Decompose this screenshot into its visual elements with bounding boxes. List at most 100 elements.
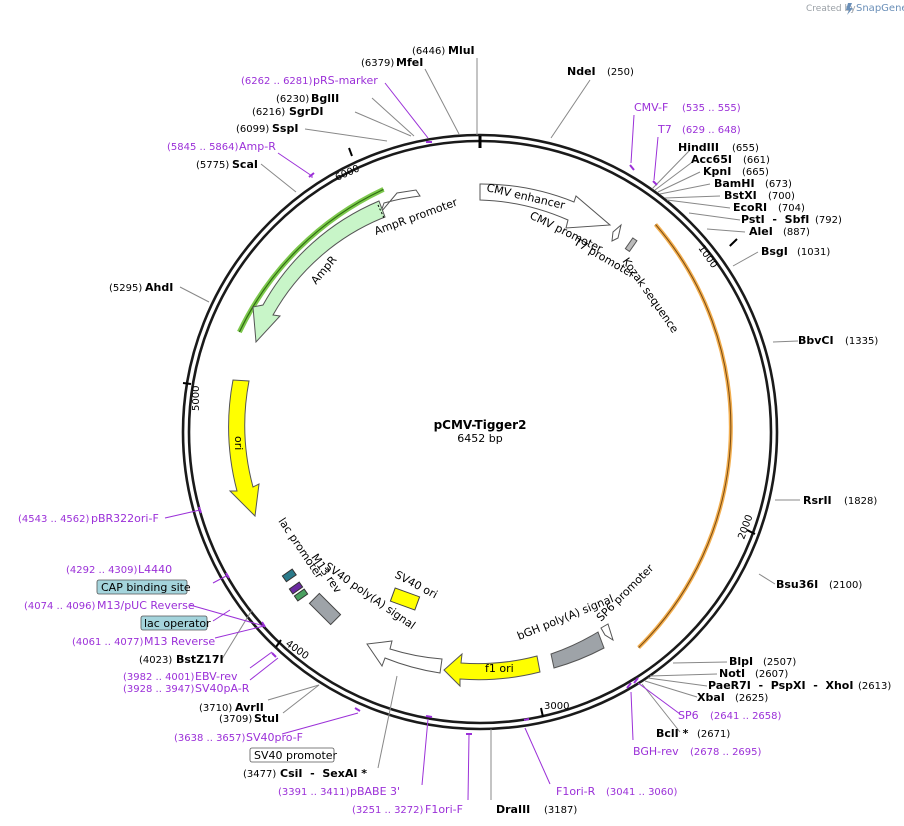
- feature-label: AmpR promoter: [373, 196, 460, 238]
- primer-marks: [198, 141, 658, 735]
- svg-text:NotI: NotI: [719, 667, 745, 680]
- svg-text:M13 Reverse: M13 Reverse: [144, 635, 215, 648]
- snapgene-logo-icon: [846, 3, 853, 15]
- enzyme-label[interactable]: PstI - SbfI(792): [741, 213, 842, 226]
- svg-text:(3477): (3477): [243, 769, 276, 780]
- credit-brand: SnapGene: [856, 3, 904, 14]
- enzyme-label[interactable]: (5295)AhdI: [109, 281, 173, 294]
- svg-text:(704): (704): [778, 203, 805, 214]
- svg-text:CMV-F: CMV-F: [634, 101, 668, 114]
- svg-text:ScaI: ScaI: [232, 158, 258, 171]
- feature-ori: [228, 379, 260, 518]
- svg-text:(2641 .. 2658): (2641 .. 2658): [710, 711, 782, 722]
- feature-lac-small: [281, 568, 309, 602]
- svg-text:AleI: AleI: [749, 225, 773, 238]
- enzyme-label[interactable]: Bsu36I(2100): [776, 578, 862, 591]
- svg-text:(661): (661): [743, 155, 770, 166]
- enzyme-label[interactable]: (6446)MluI: [412, 44, 475, 57]
- primer-label[interactable]: (4543 .. 4562)pBR322ori-F: [18, 512, 159, 525]
- svg-text:L4440: L4440: [138, 563, 172, 576]
- primer-labels: (6262 .. 6281)pRS-marker (5845 .. 5864)A…: [18, 74, 782, 816]
- enzyme-label[interactable]: AleI (887): [749, 225, 810, 238]
- svg-text:NdeI: NdeI: [567, 65, 596, 78]
- primer-label[interactable]: CMV-F(535 .. 555): [634, 101, 741, 114]
- svg-text:AvrII: AvrII: [235, 701, 264, 714]
- enzyme-label[interactable]: (6379)MfeI: [361, 56, 423, 69]
- enzyme-label[interactable]: PaeR7I - PspXI - XhoI(2613): [708, 679, 891, 692]
- enzyme-label[interactable]: NdeI(250): [567, 65, 634, 78]
- svg-text:RsrII: RsrII: [803, 494, 832, 507]
- feature-label: ori: [232, 436, 245, 450]
- primer-label[interactable]: (4292 .. 4309)L4440: [66, 563, 172, 576]
- svg-text:(4023): (4023): [139, 655, 172, 666]
- enzyme-label[interactable]: HindIII(655): [678, 141, 759, 154]
- enzyme-label[interactable]: (6216)SgrDI: [252, 105, 323, 118]
- feature-sv40-promoter-arrow: [366, 640, 443, 674]
- svg-text:KpnI: KpnI: [703, 165, 731, 178]
- primer-label[interactable]: (6262 .. 6281)pRS-marker: [241, 74, 378, 87]
- enzyme-label[interactable]: BbvCI(1335): [798, 334, 878, 347]
- svg-text:(673): (673): [765, 179, 792, 190]
- enzyme-label[interactable]: (3710)AvrII: [199, 701, 264, 714]
- svg-text:(2507): (2507): [763, 657, 796, 668]
- svg-text:PaeR7I - PspXI - XhoI: PaeR7I - PspXI - XhoI: [708, 679, 853, 692]
- enzyme-label[interactable]: BsgI(1031): [761, 245, 830, 258]
- svg-text:SV40 promoter: SV40 promoter: [254, 749, 338, 762]
- svg-text:(2671): (2671): [697, 729, 730, 740]
- enzyme-label[interactable]: (3709)StuI: [219, 712, 279, 725]
- primer-label[interactable]: BGH-rev(2678 .. 2695): [633, 745, 762, 758]
- primer-label[interactable]: (3391 .. 3411)pBABE 3': [278, 785, 400, 798]
- enzyme-label[interactable]: BstXI(700): [724, 189, 795, 202]
- enzyme-label[interactable]: (3477) CsiI - SexAI *: [243, 767, 367, 780]
- primer-label[interactable]: F1ori-R(3041 .. 3060): [556, 785, 678, 798]
- svg-text:(2678 .. 2695): (2678 .. 2695): [690, 747, 762, 758]
- enzyme-label[interactable]: BamHI (673): [714, 177, 792, 190]
- svg-text:(792): (792): [815, 215, 842, 226]
- svg-text:CsiI - SexAI *: CsiI - SexAI *: [280, 767, 367, 780]
- primer-label[interactable]: (3251 .. 3272)F1ori-F: [352, 803, 463, 816]
- svg-text:pRS-marker: pRS-marker: [313, 74, 378, 87]
- tick-label: 5000: [191, 386, 202, 411]
- svg-text:(700): (700): [768, 191, 795, 202]
- boxed-label-cap[interactable]: CAP binding site: [96, 579, 191, 595]
- enzyme-label[interactable]: DraIII(3187): [496, 803, 577, 816]
- primer-label[interactable]: (5845 .. 5864)Amp-R: [167, 140, 276, 153]
- enzyme-label[interactable]: Acc65I(661): [691, 153, 770, 166]
- enzyme-label[interactable]: EcoRI(704): [733, 201, 805, 214]
- enzyme-label[interactable]: RsrII(1828): [803, 494, 877, 507]
- svg-text:(887): (887): [783, 227, 810, 238]
- svg-text:XbaI: XbaI: [697, 691, 725, 704]
- boxed-label-lac-operator[interactable]: lac operator: [140, 615, 211, 631]
- enzyme-label[interactable]: XbaI(2625): [697, 691, 768, 704]
- svg-text:(5775): (5775): [196, 160, 229, 171]
- svg-text:SspI: SspI: [272, 122, 298, 135]
- svg-text:T7: T7: [657, 123, 672, 136]
- svg-text:MluI: MluI: [448, 44, 475, 57]
- svg-text:BstZ17I: BstZ17I: [176, 653, 224, 666]
- enzyme-label[interactable]: (6230)BglII: [276, 92, 339, 105]
- enzyme-label[interactable]: NotI(2607): [719, 667, 788, 680]
- svg-text:BamHI: BamHI: [714, 177, 755, 190]
- plasmid-length: 6452 bp: [457, 432, 502, 445]
- svg-text:F1ori-R: F1ori-R: [556, 785, 596, 798]
- primer-label[interactable]: (3928 .. 3947)SV40pA-R: [123, 682, 250, 695]
- svg-text:(1335): (1335): [845, 336, 878, 347]
- primer-label[interactable]: SP6 (2641 .. 2658): [678, 709, 782, 722]
- primer-label[interactable]: (4074 .. 4096)M13/pUC Reverse: [24, 599, 195, 612]
- feature-label: CMV enhancer: [485, 181, 566, 212]
- enzyme-label[interactable]: (6099)SspI: [236, 122, 298, 135]
- enzyme-label[interactable]: (4023) BstZ17I: [139, 653, 224, 666]
- svg-text:CAP binding site: CAP binding site: [101, 581, 191, 594]
- primer-label[interactable]: (3982 .. 4001)EBV-rev: [123, 670, 238, 683]
- svg-text:SP6: SP6: [678, 709, 699, 722]
- primer-label[interactable]: (4061 .. 4077)M13 Reverse: [72, 635, 215, 648]
- enzyme-label[interactable]: BclI *(2671): [656, 727, 730, 740]
- enzyme-label[interactable]: (5775)ScaI: [196, 158, 258, 171]
- svg-text:BlpI: BlpI: [729, 655, 753, 668]
- boxed-label-sv40-promoter[interactable]: SV40 promoter: [249, 747, 338, 763]
- enzyme-label[interactable]: KpnI(665): [703, 165, 769, 178]
- primer-label[interactable]: T7(629 .. 648): [657, 123, 741, 136]
- tick-label: 3000: [544, 701, 569, 712]
- enzyme-label[interactable]: BlpI (2507): [729, 655, 796, 668]
- primer-label[interactable]: (3638 .. 3657)SV40pro-F: [174, 731, 303, 744]
